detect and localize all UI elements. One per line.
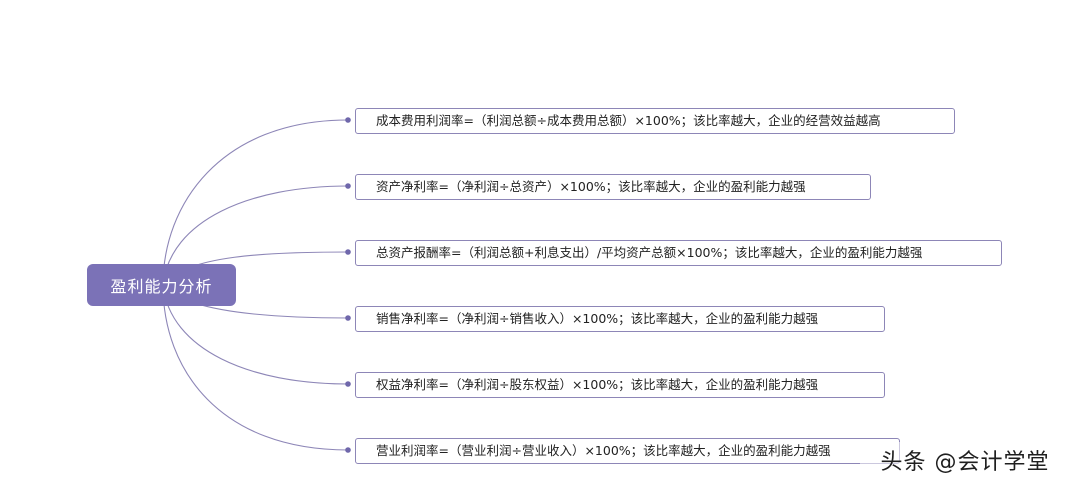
branch-node-total-asset-return[interactable]: 总资产报酬率=（利润总额+利息支出）/平均资产总额×100%；该比率越大，企业的… bbox=[355, 240, 1002, 266]
connector-dot-5 bbox=[345, 381, 351, 387]
connector-line-6 bbox=[162, 284, 349, 451]
connector-dot-2 bbox=[345, 183, 351, 189]
connector-line-5 bbox=[162, 284, 349, 385]
branch-node-operating-profit-margin[interactable]: 营业利润率=（营业利润÷营业收入）×100%；该比率越大，企业的盈利能力越强 bbox=[355, 438, 900, 464]
connector-dot-3 bbox=[345, 249, 351, 255]
branch-node-net-profit-margin[interactable]: 销售净利率=（净利润÷销售收入）×100%；该比率越大，企业的盈利能力越强 bbox=[355, 306, 885, 332]
watermark-text: 头条 @会计学堂 bbox=[860, 442, 1070, 478]
connector-dot-1 bbox=[345, 117, 351, 123]
root-node-profitability-analysis[interactable]: 盈利能力分析 bbox=[87, 264, 236, 306]
branch-node-return-on-equity[interactable]: 权益净利率=（净利润÷股东权益）×100%；该比率越大，企业的盈利能力越强 bbox=[355, 372, 885, 398]
connector-dot-6 bbox=[345, 447, 351, 453]
branch-node-cost-profit-ratio[interactable]: 成本费用利润率=（利润总额÷成本费用总额）×100%；该比率越大，企业的经营效益… bbox=[355, 108, 955, 134]
connector-line-2 bbox=[162, 185, 349, 286]
connector-dot-4 bbox=[345, 315, 351, 321]
branch-node-return-on-assets[interactable]: 资产净利率=（净利润÷总资产）×100%；该比率越大，企业的盈利能力越强 bbox=[355, 174, 871, 200]
connector-line-1 bbox=[162, 119, 349, 286]
